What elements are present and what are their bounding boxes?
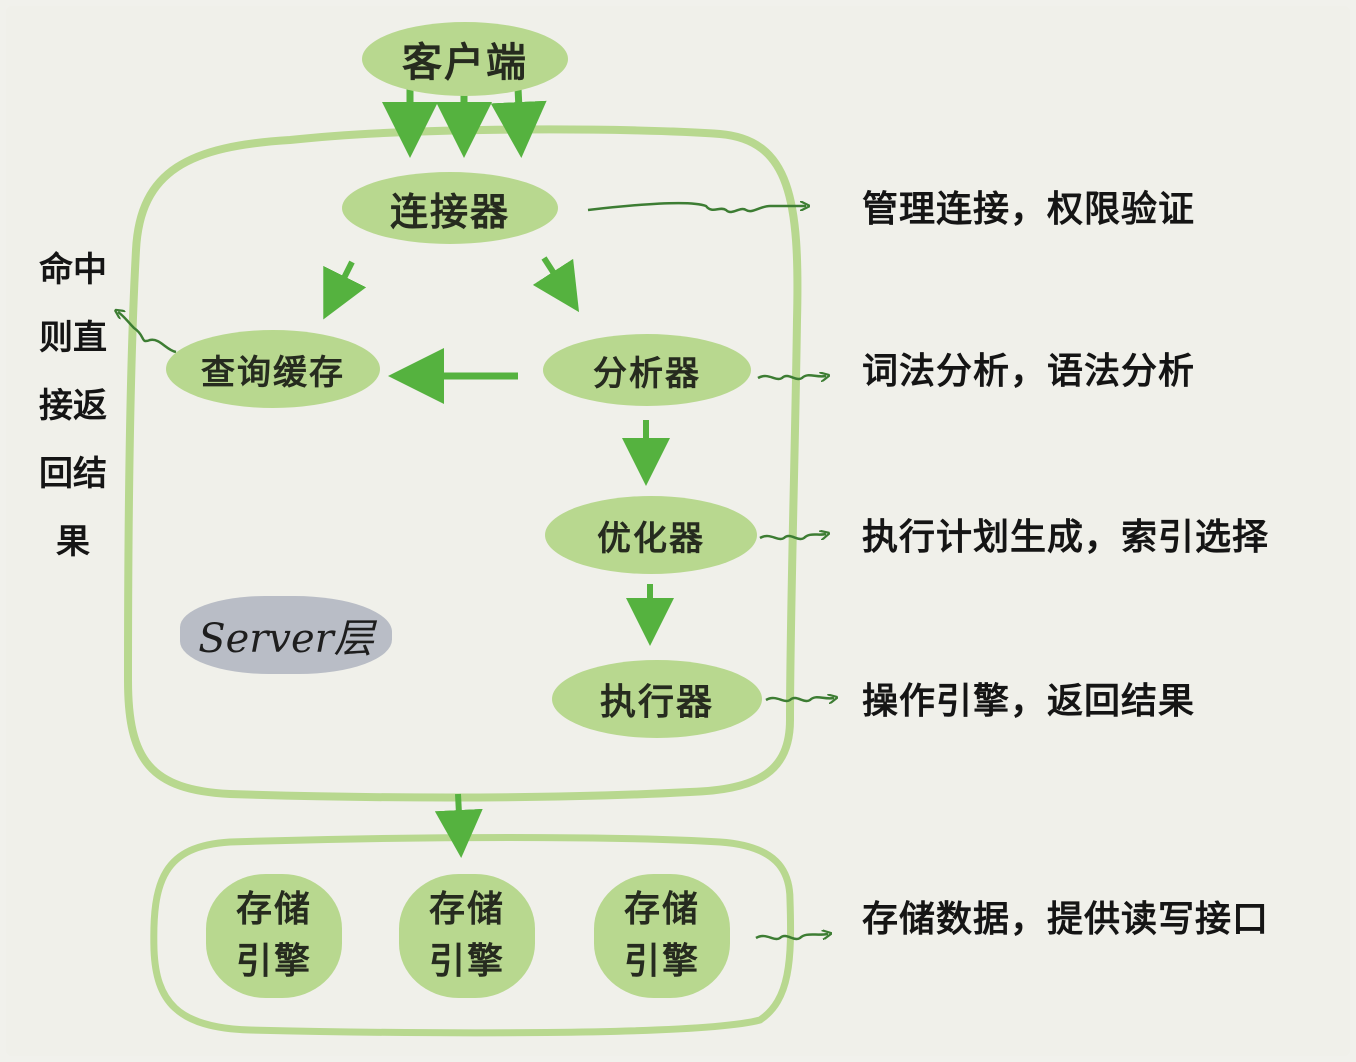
query-cache-node: 查询缓存 <box>166 330 380 408</box>
server-to-storage-arrow <box>434 793 483 858</box>
cache-hit-return-arrow <box>118 312 177 354</box>
server-layer-container <box>123 125 802 802</box>
analyzer-description-arrow <box>757 375 826 379</box>
optimizer-description: 执行计划生成，索引选择 <box>862 517 1270 558</box>
storage-engine-label-line: 引擎 <box>428 941 505 982</box>
optimizer-description-arrow <box>759 534 826 539</box>
storage-engine-label-line: 存储 <box>428 889 505 930</box>
executor-description-arrow <box>765 697 834 701</box>
executor-description: 操作引擎，返回结果 <box>862 681 1196 722</box>
storage-engine-node: 存储引擎 <box>399 874 535 998</box>
storage-engine-label-line: 存储 <box>235 889 312 930</box>
executor-node: 执行器 <box>552 660 762 738</box>
storage-engine-label-line: 引擎 <box>235 941 312 982</box>
storage-engine-node: 存储引擎 <box>206 874 342 998</box>
analyzer-node: 分析器 <box>543 334 751 406</box>
client-connection-arrow <box>490 87 547 158</box>
optimizer-node: 优化器 <box>545 496 757 574</box>
connector-description: 管理连接，权限验证 <box>862 189 1196 230</box>
storage-description: 存储数据，提供读写接口 <box>862 899 1270 940</box>
connector-to-cache-arrow <box>323 260 367 320</box>
storage-layer-container <box>150 834 795 1037</box>
storage-description-arrow <box>755 934 828 941</box>
connector-node: 连接器 <box>342 172 558 244</box>
analyzer-description: 词法分析，语法分析 <box>862 351 1196 392</box>
storage-engine-node: 存储引擎 <box>594 874 730 998</box>
storage-engine-label-line: 存储 <box>623 889 700 930</box>
cache-hit-note: 命中则直接返回结果 <box>39 250 107 562</box>
client-node: 客户端 <box>362 22 568 96</box>
storage-engine-label-line: 引擎 <box>623 941 700 982</box>
connector-description-arrow <box>587 203 806 214</box>
connector-to-analyzer-arrow <box>532 256 580 313</box>
server-layer-label: Server层 <box>180 596 392 674</box>
